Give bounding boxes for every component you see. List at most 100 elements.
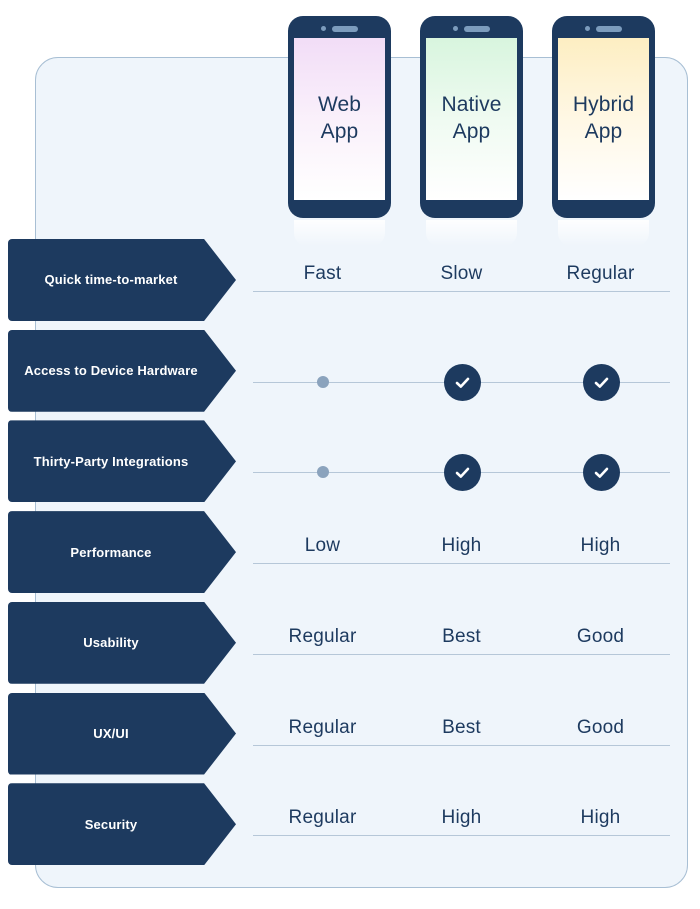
column-title-native-line1: Native bbox=[441, 93, 502, 117]
table-cell-web bbox=[253, 420, 392, 502]
row-values: Regular High High bbox=[253, 783, 670, 865]
row-values bbox=[253, 420, 670, 502]
check-circle-icon bbox=[443, 363, 481, 401]
row-values bbox=[253, 330, 670, 412]
table-cell-hybrid bbox=[531, 330, 670, 412]
row-divider bbox=[253, 563, 670, 565]
table-cell-web bbox=[253, 330, 392, 412]
column-title-hybrid: Hybrid App bbox=[573, 92, 634, 145]
phone-top-bezel-hybrid bbox=[552, 25, 655, 32]
table-row: UX/UI Regular Best Good bbox=[0, 692, 700, 775]
table-row: Quick time-to-market Fast Slow Regular bbox=[0, 239, 700, 321]
cell-value: High bbox=[441, 535, 482, 557]
row-label-text: Quick time-to-market bbox=[44, 272, 178, 288]
table-cell-native: Slow bbox=[392, 239, 531, 321]
table-cell-native bbox=[392, 330, 531, 412]
table-cell-native: High bbox=[392, 511, 531, 593]
phone-top-bezel-native bbox=[420, 25, 523, 32]
row-cells: Regular Best Good bbox=[253, 602, 670, 684]
row-cells bbox=[253, 420, 670, 502]
table-cell-web: Regular bbox=[253, 783, 392, 865]
cell-value: Regular bbox=[288, 716, 357, 738]
unsupported-dot-icon bbox=[316, 375, 329, 388]
phone-reflection-hybrid bbox=[558, 220, 649, 246]
row-values: Fast Slow Regular bbox=[253, 239, 670, 321]
table-cell-native: High bbox=[392, 783, 531, 865]
phone-screen-native: Native App bbox=[426, 38, 517, 200]
unsupported-dot-icon bbox=[316, 466, 329, 479]
cell-value: High bbox=[441, 807, 482, 829]
column-title-web: Web App bbox=[318, 92, 361, 145]
row-label-text: Security bbox=[84, 816, 138, 832]
phone-mockup-web: Web App bbox=[288, 16, 391, 218]
speaker-grille-icon bbox=[464, 25, 490, 32]
phone-reflection-web bbox=[294, 220, 385, 246]
table-cell-native bbox=[392, 420, 531, 502]
camera-dot-icon bbox=[585, 26, 590, 31]
row-label-chevron: UX/UI bbox=[8, 692, 236, 775]
row-label-text: UX/UI bbox=[93, 725, 129, 741]
row-divider bbox=[253, 835, 670, 837]
row-cells: Regular Best Good bbox=[253, 693, 670, 775]
phone-screen-hybrid: Hybrid App bbox=[558, 38, 649, 200]
camera-dot-icon bbox=[321, 26, 326, 31]
cell-value: Good bbox=[576, 716, 625, 738]
phone-top-bezel-web bbox=[288, 25, 391, 32]
row-values: Regular Best Good bbox=[253, 693, 670, 775]
row-cells: Regular High High bbox=[253, 783, 670, 865]
table-cell-native: Best bbox=[392, 602, 531, 684]
table-row: Security Regular High High bbox=[0, 783, 700, 866]
column-title-native-line2: App bbox=[452, 120, 491, 143]
check-circle-icon bbox=[443, 454, 481, 492]
column-title-web-line1: Web bbox=[317, 93, 362, 117]
check-circle-icon bbox=[582, 363, 620, 401]
row-label-text: Usability bbox=[83, 635, 139, 651]
cell-value: Best bbox=[442, 716, 481, 738]
table-cell-hybrid bbox=[531, 420, 670, 502]
speaker-grille-icon bbox=[596, 25, 622, 32]
row-label-chevron: Usability bbox=[8, 601, 236, 684]
cell-value: Best bbox=[442, 625, 481, 647]
row-label-chevron: Thirty-Party Integrations bbox=[8, 420, 236, 503]
phone-screen-web: Web App bbox=[294, 38, 385, 200]
cell-value: High bbox=[580, 535, 621, 557]
row-label-chevron: Access to Device Hardware bbox=[8, 329, 236, 412]
cell-value: Low bbox=[304, 535, 341, 557]
phone-mockup-hybrid: Hybrid App bbox=[552, 16, 655, 218]
row-cells: Low High High bbox=[253, 511, 670, 593]
table-row: Thirty-Party Integrations bbox=[0, 420, 700, 503]
row-label-chevron: Performance bbox=[8, 511, 236, 594]
table-row: Performance Low High High bbox=[0, 511, 700, 594]
table-cell-web: Regular bbox=[253, 693, 392, 775]
table-row: Access to Device Hardware bbox=[0, 329, 700, 412]
row-cells bbox=[253, 330, 670, 412]
table-cell-hybrid: Good bbox=[531, 693, 670, 775]
cell-value: Regular bbox=[288, 625, 357, 647]
cell-value: Regular bbox=[566, 263, 635, 284]
row-divider bbox=[253, 744, 670, 746]
table-cell-hybrid: High bbox=[531, 511, 670, 593]
phone-mockup-native: Native App bbox=[420, 16, 523, 218]
row-label-text: Thirty-Party Integrations bbox=[33, 453, 189, 469]
cell-value: Fast bbox=[303, 263, 342, 284]
table-cell-hybrid: High bbox=[531, 783, 670, 865]
cell-value: Good bbox=[576, 625, 625, 647]
row-label-chevron: Security bbox=[8, 783, 236, 866]
row-cells: Fast Slow Regular bbox=[253, 239, 670, 321]
table-cell-web: Low bbox=[253, 511, 392, 593]
table-cell-hybrid: Regular bbox=[531, 239, 670, 321]
row-label-text: Access to Device Hardware bbox=[24, 363, 198, 379]
column-title-native: Native App bbox=[441, 92, 501, 145]
table-cell-hybrid: Good bbox=[531, 602, 670, 684]
row-divider bbox=[253, 291, 670, 292]
column-title-hybrid-line2: App bbox=[584, 120, 623, 143]
check-circle-icon bbox=[582, 454, 620, 492]
row-divider bbox=[253, 653, 670, 655]
table-cell-native: Best bbox=[392, 693, 531, 775]
row-values: Low High High bbox=[253, 511, 670, 593]
row-label-text: Performance bbox=[70, 544, 152, 560]
table-row: Usability Regular Best Good bbox=[0, 601, 700, 684]
column-title-hybrid-line1: Hybrid bbox=[572, 93, 635, 117]
speaker-grille-icon bbox=[332, 25, 358, 32]
